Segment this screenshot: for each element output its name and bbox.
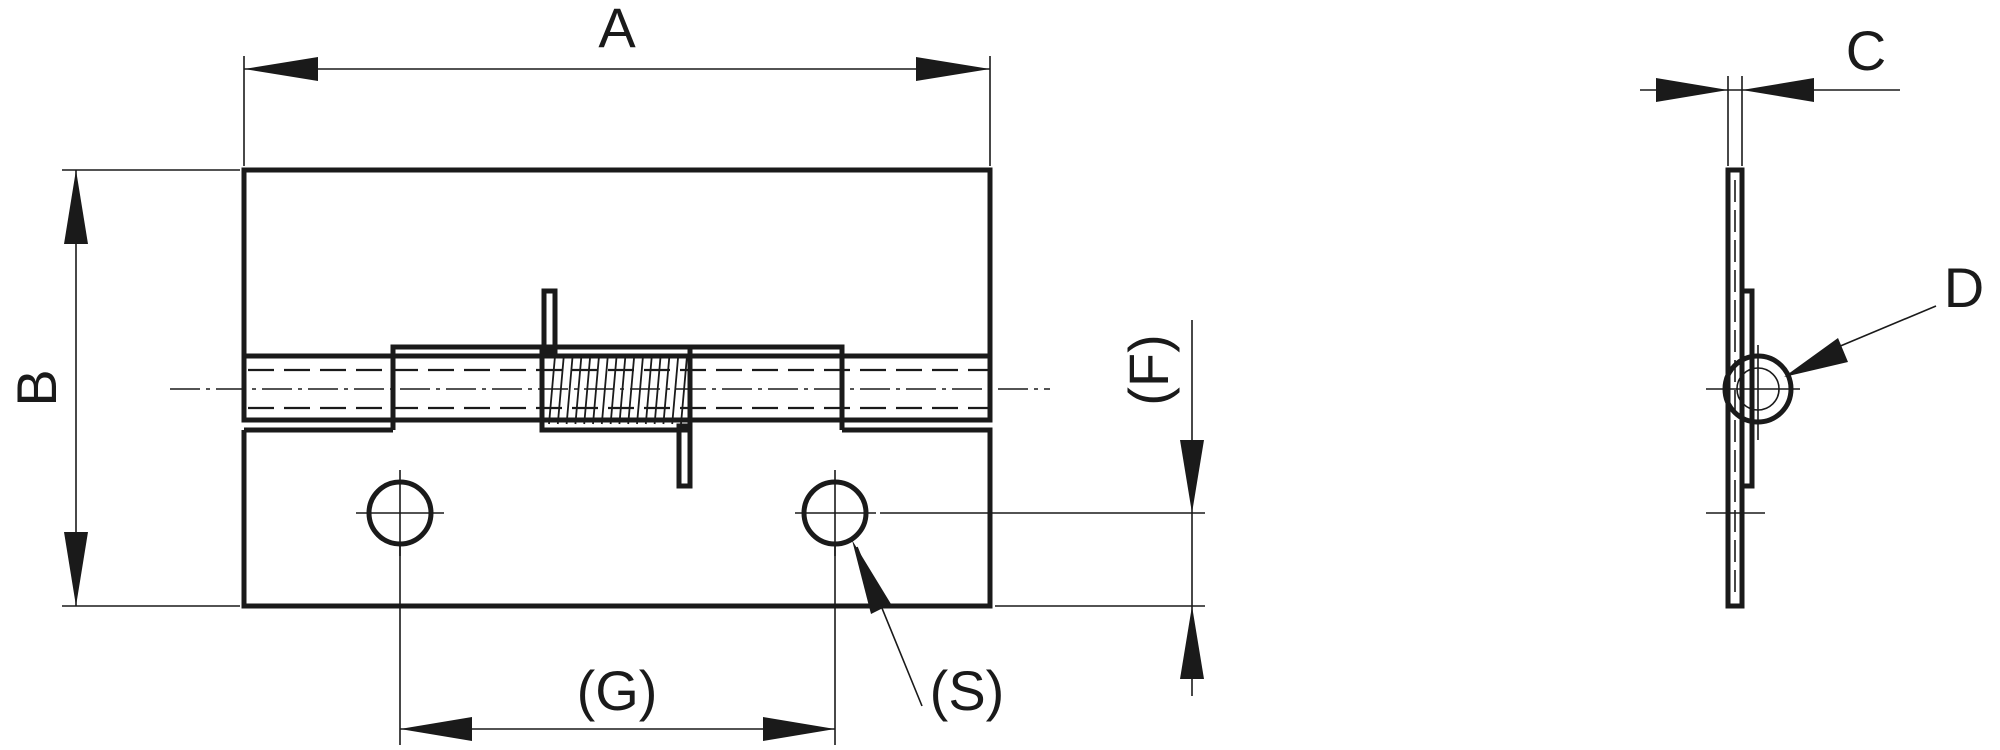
spring-coil-line <box>636 355 644 425</box>
dimension-c-label: C <box>1846 19 1886 82</box>
knuckle-left <box>390 344 542 430</box>
spring-coil-line <box>565 355 574 425</box>
spring-coil-line <box>600 355 609 425</box>
spring-coil-line <box>574 355 583 425</box>
dimension-g-label: (G) <box>577 659 658 722</box>
spring-coil-line <box>644 355 653 425</box>
spring-coil-line <box>609 355 618 425</box>
upper-leaf <box>241 167 993 423</box>
dimension-f-label: (F) <box>1117 334 1180 406</box>
spring-coil-line <box>653 355 662 425</box>
front-view <box>170 167 1050 609</box>
lower-leaf <box>241 427 993 609</box>
spring-coil-line <box>662 355 671 425</box>
knuckle-right <box>690 344 845 430</box>
dimension-f: (F) <box>880 320 1205 696</box>
spring-coil-line <box>618 355 627 425</box>
callout-s: (S) <box>852 540 1004 722</box>
dimension-a: A <box>243 0 991 166</box>
spring-coil-line <box>680 355 688 425</box>
spring-coil-line <box>583 355 592 425</box>
spring-coil-line <box>671 355 680 425</box>
mounting-hole-right <box>795 470 876 556</box>
spring-coil-line <box>592 355 600 425</box>
dimension-b-label: B <box>5 369 68 406</box>
spring-coil-line <box>556 355 565 425</box>
dimension-c: C <box>1640 19 1900 166</box>
spring-tang-upper <box>541 288 558 354</box>
mounting-hole-left <box>356 470 444 556</box>
side-leaf <box>1725 167 1745 609</box>
spring-coil-line <box>627 355 636 425</box>
spring-coil-line <box>548 355 556 425</box>
callout-d: D <box>1784 256 1984 377</box>
side-view <box>1706 167 1800 609</box>
callout-s-label: (S) <box>930 659 1005 722</box>
spring-coils <box>548 355 688 425</box>
dimension-g: (G) <box>399 546 836 745</box>
spring-tang-lower <box>676 423 693 489</box>
dimension-b: B <box>5 169 240 607</box>
callout-d-label: D <box>1944 256 1984 319</box>
dimension-a-label: A <box>598 0 636 59</box>
